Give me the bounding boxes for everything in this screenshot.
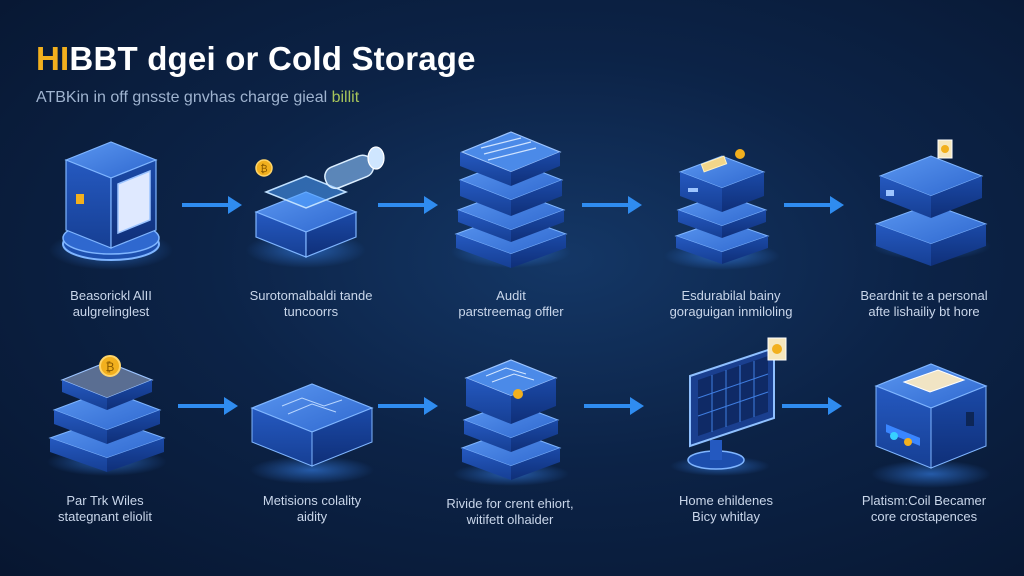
flow-arrow-2 — [376, 193, 440, 217]
page-title: HIBBT dgei or Cold Storage — [36, 40, 476, 78]
stage-10-device — [846, 346, 1016, 496]
caption-4-line-1: Esdurabilal bainy — [681, 288, 781, 303]
caption-1: Beasorickl AlII aulgrelinglest — [11, 288, 211, 320]
caption-3-line-2: parstreemag offler — [458, 304, 564, 319]
caption-7-line-2: aidity — [296, 509, 328, 524]
caption-2-line-2: tuncoorrs — [283, 304, 339, 319]
svg-text:₿: ₿ — [106, 360, 115, 374]
caption-4: Esdurabilal bainy goraguigan inmiloling — [631, 288, 831, 320]
caption-8: Rivide for crent ehiort, witifett olhaid… — [410, 496, 610, 528]
stage-1-safe — [26, 132, 196, 282]
stage-4-server — [642, 128, 812, 278]
caption-2-line-1: Surotomalbaldi tande — [249, 288, 373, 303]
stage-2-box: ₿ — [226, 132, 396, 282]
flow-arrow-4 — [782, 193, 846, 217]
caption-3: Audit parstreemag offler — [411, 288, 611, 320]
stage-9-monitor — [650, 330, 820, 480]
title-rest: BBT dgei or Cold Storage — [69, 40, 476, 77]
encrypted-module-icon — [250, 383, 374, 484]
subtitle-highlight: billit — [331, 89, 360, 106]
page-subtitle: ATBKin in off gnsste gnvhas charge gieal… — [36, 89, 359, 107]
stage-7-module — [232, 348, 402, 498]
caption-1-line-2: aulgrelinglest — [72, 304, 150, 319]
flow-arrow-6 — [376, 394, 440, 418]
arrow-right-icon — [178, 397, 238, 415]
svg-text:₿: ₿ — [260, 163, 267, 175]
caption-6-line-2: stategnant eliolit — [58, 509, 152, 524]
flow-arrow-3 — [580, 193, 644, 217]
arrow-right-icon — [182, 196, 242, 214]
coin-stack-icon: ₿ — [47, 355, 167, 476]
arrow-right-icon — [582, 196, 642, 214]
stage-6-coins: ₿ — [22, 338, 192, 488]
caption-10-line-2: core crostapences — [870, 509, 978, 524]
subtitle-main: ATBKin in off gnsste gnvhas charge gieal — [36, 89, 332, 106]
caption-9-line-1: Home ehildenes — [679, 493, 773, 508]
safe-vault-icon — [49, 141, 173, 270]
cold-storage-box-icon: ₿ — [246, 146, 385, 268]
caption-9-line-2: Bicy whitlay — [692, 509, 760, 524]
caption-4-line-2: goraguigan inmiloling — [669, 304, 793, 319]
caption-10: Platism:Coil Becamer core crostapences — [824, 493, 1024, 525]
flow-arrow-8 — [780, 394, 844, 418]
caption-5: Beardnit te a personal afte lishailiy bt… — [824, 288, 1024, 320]
monitor-icon — [670, 337, 787, 476]
caption-6: Par Trk Wiles stategnant eliolit — [5, 493, 205, 525]
stage-3-docs — [426, 124, 596, 274]
flow-arrow-5 — [176, 394, 240, 418]
flow-arrow-7 — [582, 394, 646, 418]
stage-5-wallet — [846, 126, 1016, 276]
title-highlight: HI — [36, 40, 70, 77]
arrow-right-icon — [378, 196, 438, 214]
arrow-right-icon — [784, 196, 844, 214]
stage-8-drive — [426, 340, 596, 490]
flow-arrow-1 — [180, 193, 244, 217]
arrow-right-icon — [378, 397, 438, 415]
caption-5-line-1: Beardnit te a personal — [860, 288, 988, 303]
hardware-wallet-stack-icon — [871, 139, 991, 266]
arrow-right-icon — [782, 397, 842, 415]
caption-3-line-1: Audit — [496, 288, 526, 303]
caption-2: Surotomalbaldi tande tuncoorrs — [211, 288, 411, 320]
document-stack-icon — [451, 131, 571, 268]
control-device-icon — [871, 363, 991, 488]
server-stack-icon — [664, 149, 780, 270]
layered-drive-icon — [453, 359, 569, 486]
caption-10-line-1: Platism:Coil Becamer — [861, 493, 987, 508]
arrow-right-icon — [584, 397, 644, 415]
caption-8-line-2: witifett olhaider — [466, 512, 554, 527]
caption-8-line-1: Rivide for crent ehiort, — [446, 496, 574, 511]
caption-5-line-2: afte lishailiy bt hore — [868, 304, 980, 319]
caption-1-line-1: Beasorickl AlII — [70, 288, 152, 303]
caption-7: Metisions colality aidity — [212, 493, 412, 525]
caption-9: Home ehildenes Bicy whitlay — [626, 493, 826, 525]
caption-7-line-1: Metisions colality — [262, 493, 362, 508]
caption-6-line-1: Par Trk Wiles — [66, 493, 144, 508]
